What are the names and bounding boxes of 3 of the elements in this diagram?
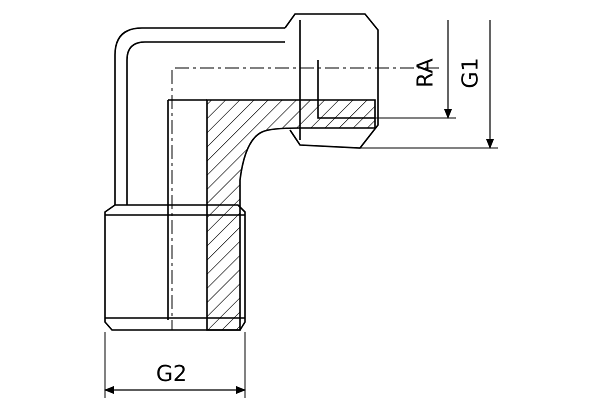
dimension-label: RA (416, 58, 438, 88)
dimension-label: G2 (156, 364, 188, 386)
dimension-label: G1 (460, 57, 483, 89)
